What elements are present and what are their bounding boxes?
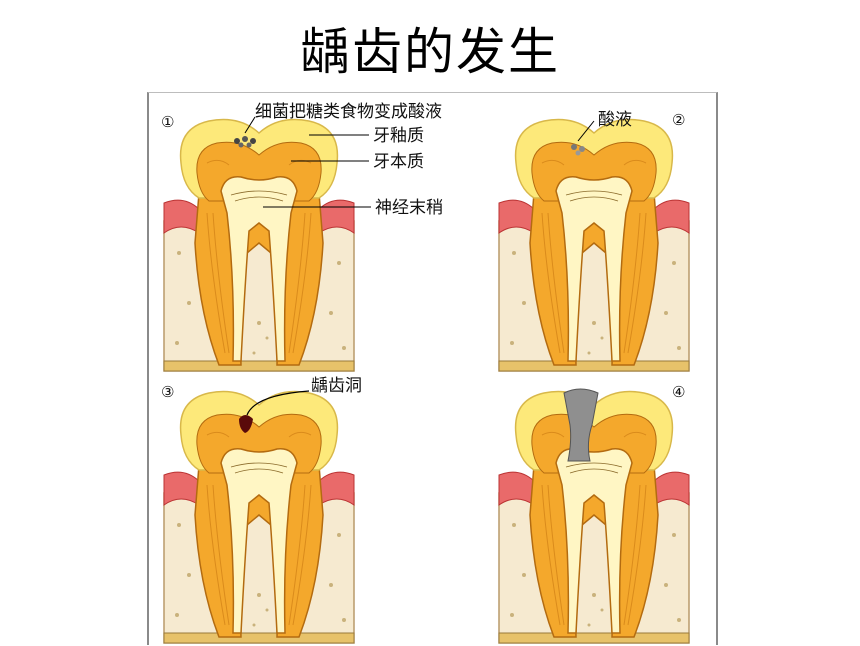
bacteria-label: 细菌把糖类食物变成酸液 bbox=[255, 102, 442, 122]
panel-4: ④ bbox=[498, 383, 690, 644]
panel-1: ① 细菌把糖类食物变成酸液 牙釉质 牙本质 神经末稍 bbox=[161, 102, 443, 372]
cavity-label: 龋齿洞 bbox=[311, 376, 362, 396]
tooth-decay-diagram: ① 细菌把糖类食物变成酸液 牙釉质 牙本质 神经末稍 酸液 ② bbox=[147, 92, 718, 645]
page-title: 龋齿的发生 bbox=[300, 23, 560, 81]
dentin-label: 牙本质 bbox=[373, 152, 424, 172]
nerve-label: 神经末稍 bbox=[375, 198, 443, 218]
diagram-canvas: ① 细菌把糖类食物变成酸液 牙釉质 牙本质 神经末稍 酸液 ② bbox=[161, 102, 690, 644]
panel-number: ① bbox=[161, 113, 174, 131]
cavity-mark bbox=[239, 415, 253, 433]
enamel-label: 牙釉质 bbox=[373, 126, 424, 146]
bacteria-icon bbox=[234, 136, 256, 148]
panel-number: ② bbox=[672, 111, 685, 129]
panel-2: 酸液 ② bbox=[498, 110, 690, 372]
acid-icon bbox=[571, 144, 585, 156]
decay-hole bbox=[563, 388, 599, 462]
acid-label: 酸液 bbox=[598, 110, 632, 130]
panel-3: 龋齿洞 ③ bbox=[161, 376, 362, 644]
panel-number: ④ bbox=[672, 383, 685, 401]
panel-number: ③ bbox=[161, 383, 174, 401]
